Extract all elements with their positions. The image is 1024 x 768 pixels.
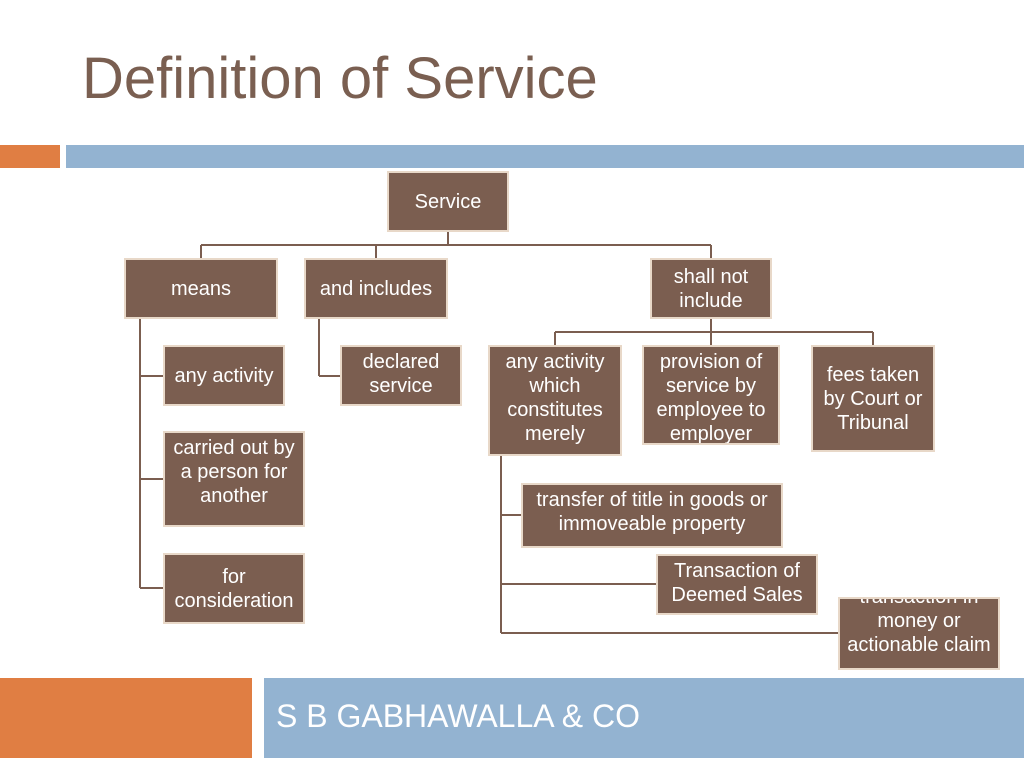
- shall-not-include-node: shall not include: [650, 258, 772, 319]
- excludes-item-any-activity-merely: any activity which constitutes merely: [488, 345, 622, 456]
- footer-blue-band: [264, 678, 1024, 758]
- means-node: means: [124, 258, 278, 319]
- merely-item-money-text: transaction in money or actionable claim: [847, 597, 991, 656]
- merely-item-deemed-sales: Transaction of Deemed Sales: [656, 554, 818, 615]
- means-item-for-consideration: for consideration: [163, 553, 305, 624]
- merely-item-money-actionable-claim: transaction in money or actionable claim: [838, 597, 1000, 670]
- excludes-item-fees-taken: fees taken by Court or Tribunal: [811, 345, 935, 452]
- means-item-carried-out: carried out by a person for another: [163, 431, 305, 527]
- merely-item-transfer-of-title: transfer of title in goods or immoveable…: [521, 483, 783, 548]
- footer-orange-block: [0, 678, 252, 758]
- includes-item-declared-service: declared service: [340, 345, 462, 406]
- and-includes-node: and includes: [304, 258, 448, 319]
- service-node: Service: [387, 171, 509, 232]
- top-accent-orange: [0, 145, 60, 168]
- footer-company-name: S B GABHAWALLA & CO: [276, 698, 640, 734]
- excludes-item-provision-of-service: provision of service by employee to empl…: [642, 345, 780, 445]
- top-accent-blue: [66, 145, 1024, 168]
- means-item-any-activity: any activity: [163, 345, 285, 406]
- slide-title: Definition of Service: [82, 46, 598, 111]
